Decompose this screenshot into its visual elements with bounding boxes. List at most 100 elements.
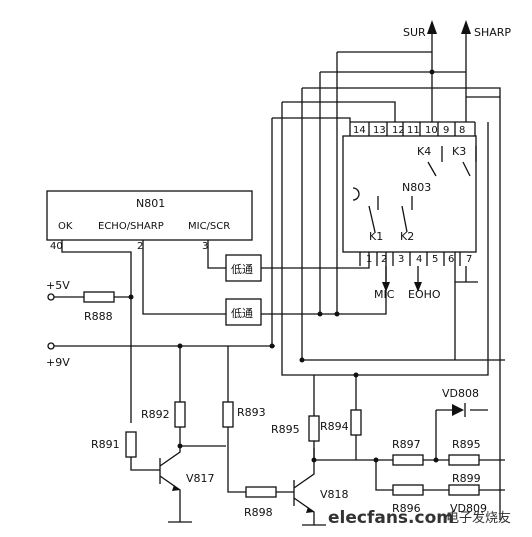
left-vertical-feedback	[301, 52, 338, 360]
junction	[177, 443, 183, 449]
r892-label: R892	[141, 408, 170, 421]
n803-pin-9: 9	[443, 125, 449, 136]
n801-pin-num-2: 2	[137, 241, 143, 252]
r888-label: R888	[84, 310, 113, 323]
v817-transistor	[159, 446, 192, 523]
r896-label: R896	[392, 502, 421, 515]
v818-label: V818	[320, 488, 349, 501]
n803-pin-2: 2	[381, 254, 387, 265]
k3-k4-switches	[427, 146, 477, 177]
n803-pin-7: 7	[466, 254, 472, 265]
n803-pin-4: 4	[416, 254, 422, 265]
n803-pin-12: 12	[392, 125, 405, 136]
junction	[299, 357, 305, 363]
n801-pin-mic-scr: MIC/SCR	[188, 221, 230, 232]
r891-resistor	[125, 431, 137, 458]
n801-pin2-wire	[142, 240, 226, 315]
v817-label: V817	[186, 472, 215, 485]
v818-transistor	[293, 448, 326, 526]
output-stubs	[385, 266, 419, 284]
vd808-diode	[452, 404, 464, 416]
lowpass-1-label: 低通	[231, 263, 253, 276]
junction	[269, 343, 275, 349]
n803-bottom-pins: 1 2 3 4 5 6 7	[366, 254, 472, 265]
n803-label: N803	[402, 181, 431, 194]
output-arrows	[382, 282, 422, 292]
vd808-label: VD808	[442, 387, 479, 400]
sharp-output-label: SHARP	[474, 26, 511, 39]
v817-bias-wires	[130, 346, 181, 471]
n803-pin-3: 3	[398, 254, 404, 265]
r895a-label: R895	[271, 423, 300, 436]
supply-9v-label: +9V	[46, 356, 70, 369]
v818-emitter-arrow	[306, 507, 314, 513]
n803-pin-5: 5	[432, 254, 438, 265]
k2-label: K2	[400, 230, 414, 243]
r888-resistor	[83, 291, 115, 303]
n801-pin-echo-sharp: ECHO/SHARP	[98, 221, 164, 232]
n801-pin-num-3: 3	[202, 241, 208, 252]
junction	[373, 457, 379, 463]
r896-resistor	[392, 484, 424, 496]
r898-resistor	[245, 486, 277, 498]
supply-5v-terminal	[47, 293, 55, 301]
lowpass-filter-2	[225, 298, 262, 326]
n801-label: N801	[136, 197, 165, 210]
r893-resistor	[222, 401, 234, 428]
n803-pin-14: 14	[353, 125, 366, 136]
lowpass-2-label: 低通	[231, 307, 253, 320]
n803-pin-6: 6	[448, 254, 454, 265]
n803-pin-10: 10	[425, 125, 438, 136]
r895b-resistor	[448, 454, 480, 466]
eoho-output-label: EOHO	[408, 288, 441, 301]
v818-bias-wires	[227, 346, 294, 493]
sur-sharp-wires	[431, 31, 467, 122]
n803-ground	[455, 96, 500, 283]
n803-top-pins: 14 13 12 11 10 9 8	[353, 125, 465, 136]
supply-5v-label: +5V	[46, 279, 70, 292]
n803-top-pin-grid	[349, 121, 476, 136]
supply-9v-terminal	[47, 342, 55, 350]
r899-label: R899	[452, 472, 481, 485]
r894-resistor	[350, 409, 362, 436]
n803-pin-8: 8	[459, 125, 465, 136]
n803-pin-13: 13	[373, 125, 386, 136]
n803-notch	[352, 187, 360, 201]
r897-resistor	[392, 454, 424, 466]
v817-emitter-arrow	[172, 485, 180, 491]
bus-wires	[271, 102, 489, 376]
watermark-site: elecfans.com	[328, 508, 454, 528]
junction	[429, 69, 435, 75]
junction	[177, 343, 183, 349]
r895b-label: R895	[452, 438, 481, 451]
junction	[433, 457, 439, 463]
r899-resistor	[448, 484, 480, 496]
r895a-resistor	[308, 415, 320, 442]
inner-feedback-wires	[272, 101, 396, 122]
k1-label: K1	[369, 230, 383, 243]
r898-label: R898	[244, 506, 273, 519]
sur-output-label: SUR	[403, 26, 426, 39]
junction-dots	[128, 69, 439, 463]
r894-label: R894	[320, 420, 349, 433]
junction	[353, 372, 359, 378]
mic-output-label: MIC	[374, 288, 395, 301]
vd809-label: VD809	[450, 502, 487, 515]
watermark-cn: 电子发烧友	[446, 510, 511, 526]
top-feedback-wires	[302, 51, 501, 520]
k3-label: K3	[452, 145, 466, 158]
n801-pin-ok: OK	[58, 221, 73, 232]
junction	[317, 311, 323, 317]
junction	[128, 294, 134, 300]
r891-label: R891	[91, 438, 120, 451]
sur-sharp-arrows	[427, 20, 471, 34]
r893-label: R893	[237, 406, 266, 419]
mid-bus-wire	[302, 252, 505, 361]
n801-chip	[46, 190, 253, 241]
lowpass1-to-n803	[261, 252, 370, 269]
n801-pin-num-40: 40	[50, 241, 63, 252]
r897-label: R897	[392, 438, 421, 451]
n803-chip	[342, 135, 477, 253]
